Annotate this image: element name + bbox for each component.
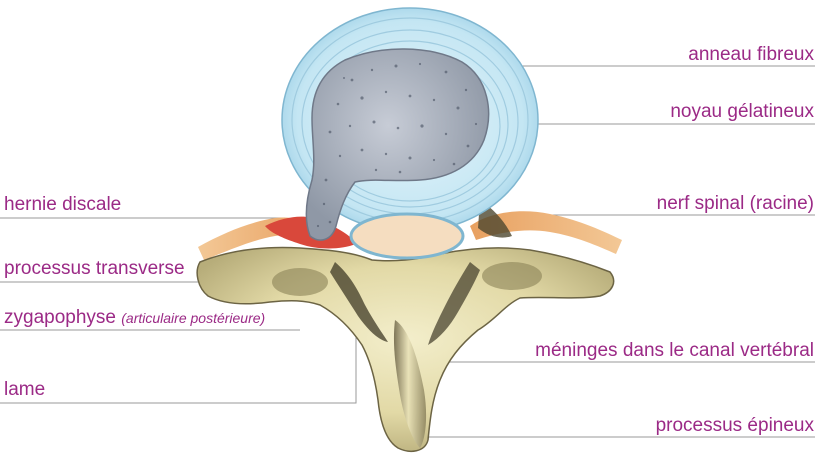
meninges: [351, 214, 463, 258]
label-zygapophysis-note: (articulaire postérieure): [121, 310, 265, 326]
label-hernia: hernie discale: [4, 194, 121, 216]
transverse-left-shade: [272, 268, 328, 296]
label-nerve: nerf spinal (racine): [657, 193, 814, 215]
label-lamina: lame: [4, 379, 45, 401]
label-nucleus: noyau gélatineux: [670, 101, 814, 123]
label-spinous: processus épineux: [656, 415, 814, 437]
transverse-right-shade: [482, 262, 542, 290]
label-zygapophysis: zygapophyse (articulaire postérieure): [4, 307, 265, 329]
label-annulus: anneau fibreux: [688, 44, 814, 66]
label-transverse: processus transverse: [4, 258, 185, 280]
label-meninges: méninges dans le canal vertébral: [535, 340, 814, 362]
label-zygapophysis-main: zygapophyse: [4, 307, 116, 328]
